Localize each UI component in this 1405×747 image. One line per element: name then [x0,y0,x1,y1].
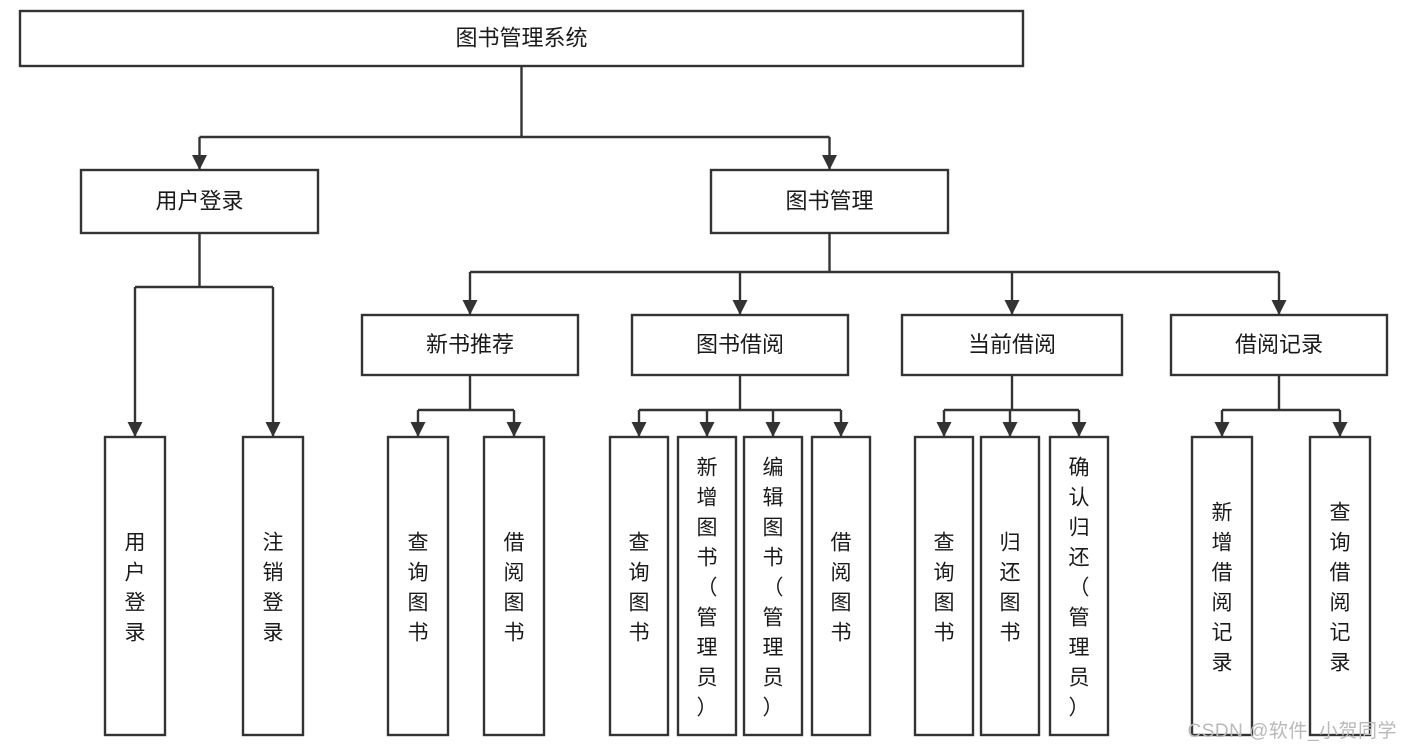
arrowhead-current-borrow-2 [1071,422,1087,437]
node-label-user-login-do: 用户登录 [125,531,146,644]
node-box-user-login [79,168,320,235]
arrowhead-new-book-recommend-1 [506,422,522,437]
node-box-new-book-recommend [360,313,580,377]
node-box-book-borrow [630,313,850,377]
node-label-query-book-1: 查询图书 [408,531,429,644]
node-book-borrow[interactable]: 图书借阅 [630,313,850,377]
arrowhead-borrow-record-1 [1332,422,1348,437]
node-book-manage[interactable]: 图书管理 [709,168,950,235]
arrowhead-userlogin-1 [265,422,281,437]
node-box-query-borrow-record [1308,435,1372,737]
arrowhead-root-1 [822,155,837,170]
arrowhead-current-borrow-1 [1002,422,1018,437]
node-label-user-logout: 注销登录 [263,531,284,644]
node-box-query-book-1 [386,435,450,737]
node-label-return-book: 归还图书 [1000,531,1021,644]
node-query-borrow-record[interactable]: 查询借阅记录 [1308,435,1372,737]
node-add-borrow-record[interactable]: 新增借阅记录 [1190,435,1254,737]
node-label-query-borrow-record: 查询借阅记录 [1330,501,1351,674]
arrowhead-bookmanage-1 [732,300,748,315]
node-box-user-logout [241,435,305,737]
node-box-user-login-do [103,435,167,737]
node-label-borrow-book-2: 借阅图书 [831,531,852,644]
node-box-undefined [18,9,1025,68]
node-label-query-book-3: 查询图书 [934,531,955,644]
node-label-book-borrow: 图书借阅 [696,332,784,357]
node-label-add-book-admin: 新增图书（管理员） [697,456,718,719]
node-box-edit-book-admin [742,435,804,737]
node-query-book-1[interactable]: 查询图书 [386,435,450,737]
node-query-book-2[interactable]: 查询图书 [608,435,670,737]
node-box-borrow-book-2 [810,435,872,737]
node-new-book-recommend[interactable]: 新书推荐 [360,313,580,377]
node-box-add-borrow-record [1190,435,1254,737]
node-undefined[interactable]: 图书管理系统 [18,9,1025,68]
arrowhead-book-borrow-1 [699,422,715,437]
node-user-login-do[interactable]: 用户登录 [103,435,167,737]
node-box-query-book-2 [608,435,670,737]
node-query-book-3[interactable]: 查询图书 [913,435,975,737]
node-label-query-book-2: 查询图书 [629,531,650,644]
node-label-book-manage: 图书管理 [785,188,873,213]
node-box-book-manage [709,168,950,235]
node-label-confirm-return-admin: 确认归还（管理员） [1069,456,1090,719]
node-label-undefined: 图书管理系统 [455,25,587,50]
node-box-query-book-3 [913,435,975,737]
node-box-confirm-return-admin [1048,435,1110,737]
node-box-borrow-record [1169,313,1389,377]
node-return-book[interactable]: 归还图书 [979,435,1041,737]
arrowhead-root-0 [192,155,207,170]
node-label-borrow-record: 借阅记录 [1235,332,1323,357]
node-box-return-book [979,435,1041,737]
node-user-logout[interactable]: 注销登录 [241,435,305,737]
arrowhead-current-borrow-0 [936,422,952,437]
node-borrow-book-2[interactable]: 借阅图书 [810,435,872,737]
node-borrow-book-1[interactable]: 借阅图书 [482,435,546,737]
node-label-user-login: 用户登录 [155,188,243,213]
node-box-borrow-book-1 [482,435,546,737]
arrowhead-userlogin-0 [127,422,143,437]
node-add-book-admin[interactable]: 新增图书（管理员） [676,435,738,737]
node-box-add-book-admin [676,435,738,737]
arrowhead-borrow-record-0 [1214,422,1230,437]
csdn-watermark: CSDN @软件_小贺同学 [1187,721,1397,742]
node-user-login[interactable]: 用户登录 [79,168,320,235]
node-label-borrow-book-1: 借阅图书 [504,531,525,644]
arrowhead-bookmanage-3 [1271,300,1287,315]
arrowhead-book-borrow-2 [765,422,781,437]
node-label-new-book-recommend: 新书推荐 [426,332,514,357]
arrowhead-bookmanage-2 [1004,300,1020,315]
node-label-add-borrow-record: 新增借阅记录 [1212,501,1233,674]
arrowhead-new-book-recommend-0 [410,422,426,437]
arrowhead-bookmanage-0 [462,300,478,315]
node-label-current-borrow: 当前借阅 [968,332,1056,357]
arrowhead-book-borrow-3 [833,422,849,437]
node-borrow-record[interactable]: 借阅记录 [1169,313,1389,377]
node-confirm-return-admin[interactable]: 确认归还（管理员） [1048,435,1110,737]
arrowhead-book-borrow-0 [631,422,647,437]
node-box-current-borrow [900,313,1124,377]
edges-layer [127,66,1348,437]
node-label-edit-book-admin: 编辑图书（管理员） [763,456,784,719]
node-current-borrow[interactable]: 当前借阅 [900,313,1124,377]
node-edit-book-admin[interactable]: 编辑图书（管理员） [742,435,804,737]
nodes-layer: 图书管理系统用户登录图书管理新书推荐图书借阅当前借阅借阅记录用户登录注销登录查询… [18,9,1389,737]
